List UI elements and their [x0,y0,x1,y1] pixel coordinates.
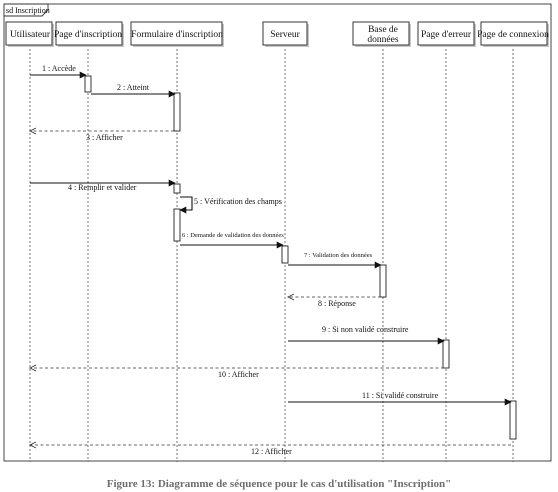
activation-bar [509,400,517,440]
activation-bar [173,208,181,242]
lifeline-label: données [367,35,398,45]
arrowhead [437,337,445,345]
lifeline-page-connexion: Page de connexion [477,21,549,462]
message-label: 8 : Réponse [318,299,356,308]
message-5: 5 : Vérification des champs [179,196,282,214]
frame-border [3,3,552,462]
message-12: 12 : Afficher [28,441,511,456]
message-label: 5 : Vérification des champs [194,197,282,206]
message-label: 3 : Afficher [86,133,123,142]
diagram-frame: sd Inscription [3,3,552,462]
message-8: 8 : Réponse [286,293,381,308]
activation-bar [379,264,387,298]
arrowhead [28,441,37,449]
message-7: 7 : Validation des données [288,252,382,269]
lifeline-label: Page de connexion [477,30,549,40]
lifeline-box [55,21,123,46]
message-label: 9 : Si non validé construire [322,325,409,334]
activation-bar [173,183,181,194]
lifeline-box [480,21,548,46]
message-label: 1 : Accède [42,64,76,73]
arrowhead [168,179,176,187]
message-4: 4 : Remplir et valider [30,179,176,192]
message-10: 10 : Afficher [28,364,444,379]
activation-bar [173,92,181,132]
arrowhead [276,241,284,249]
lifeline-page-erreur: Page d'erreur [417,21,476,462]
figure-caption: Figure 13: Diagramme de séquence pour le… [106,478,452,490]
activation-bar [442,339,450,369]
message-label: 10 : Afficher [218,370,259,379]
arrowhead [28,127,37,135]
arrowhead [179,206,187,214]
frame-tab [3,3,49,17]
lifeline-label: Page d'erreur [421,30,472,40]
arrowhead [286,293,295,301]
arrowhead [28,364,37,372]
message-9: 9 : Si non validé construire [288,325,445,345]
message-label: 7 : Validation des données [304,252,373,259]
lifeline-formulaire-inscription: Formulaire d'inscription [130,21,224,462]
message-label: 6 : Demande de validation des données [182,232,284,239]
lifeline-box [5,21,53,46]
message-label: 4 : Remplir et valider [68,183,137,192]
message-label: 12 : Afficher [251,447,292,456]
lifeline-box [352,21,410,46]
messages: 1 : Accède 2 : Atteint 3 : Afficher 4 : Rem… [28,64,512,456]
message-label: 11 : Si validé construire [362,391,439,400]
lifeline-page-inscription: Page d'inscription [54,21,124,462]
lifeline-box [417,21,475,46]
activation-bar [281,245,289,264]
message-1: 1 : Accède [30,64,87,79]
lifeline-label: Base de [368,25,398,35]
arrowhead [374,261,382,269]
message-label: 2 : Atteint [117,83,150,92]
activation-bar [84,75,92,93]
arrowhead [168,90,176,98]
message-2: 2 : Atteint [91,83,176,98]
lifeline-label: Page d'inscription [54,30,122,40]
message-3: 3 : Afficher [28,127,174,142]
frame-label: sd Inscription [6,6,50,15]
message-11: 11 : Si validé construire [288,391,512,406]
arrowhead [79,71,87,79]
lifeline-box [262,21,308,46]
lifeline-label: Serveur [270,30,300,40]
lifeline-label: Utilisateur [10,30,51,40]
activation-bars [84,75,517,440]
lifeline-box [130,21,223,46]
message-6: 6 : Demande de validation des données [180,232,284,249]
lifeline-label: Formulaire d'inscription [131,30,223,40]
arrowhead [504,398,512,406]
lifeline-utilisateur: Utilisateur [5,21,54,462]
lifeline-serveur: Serveur [262,21,309,462]
